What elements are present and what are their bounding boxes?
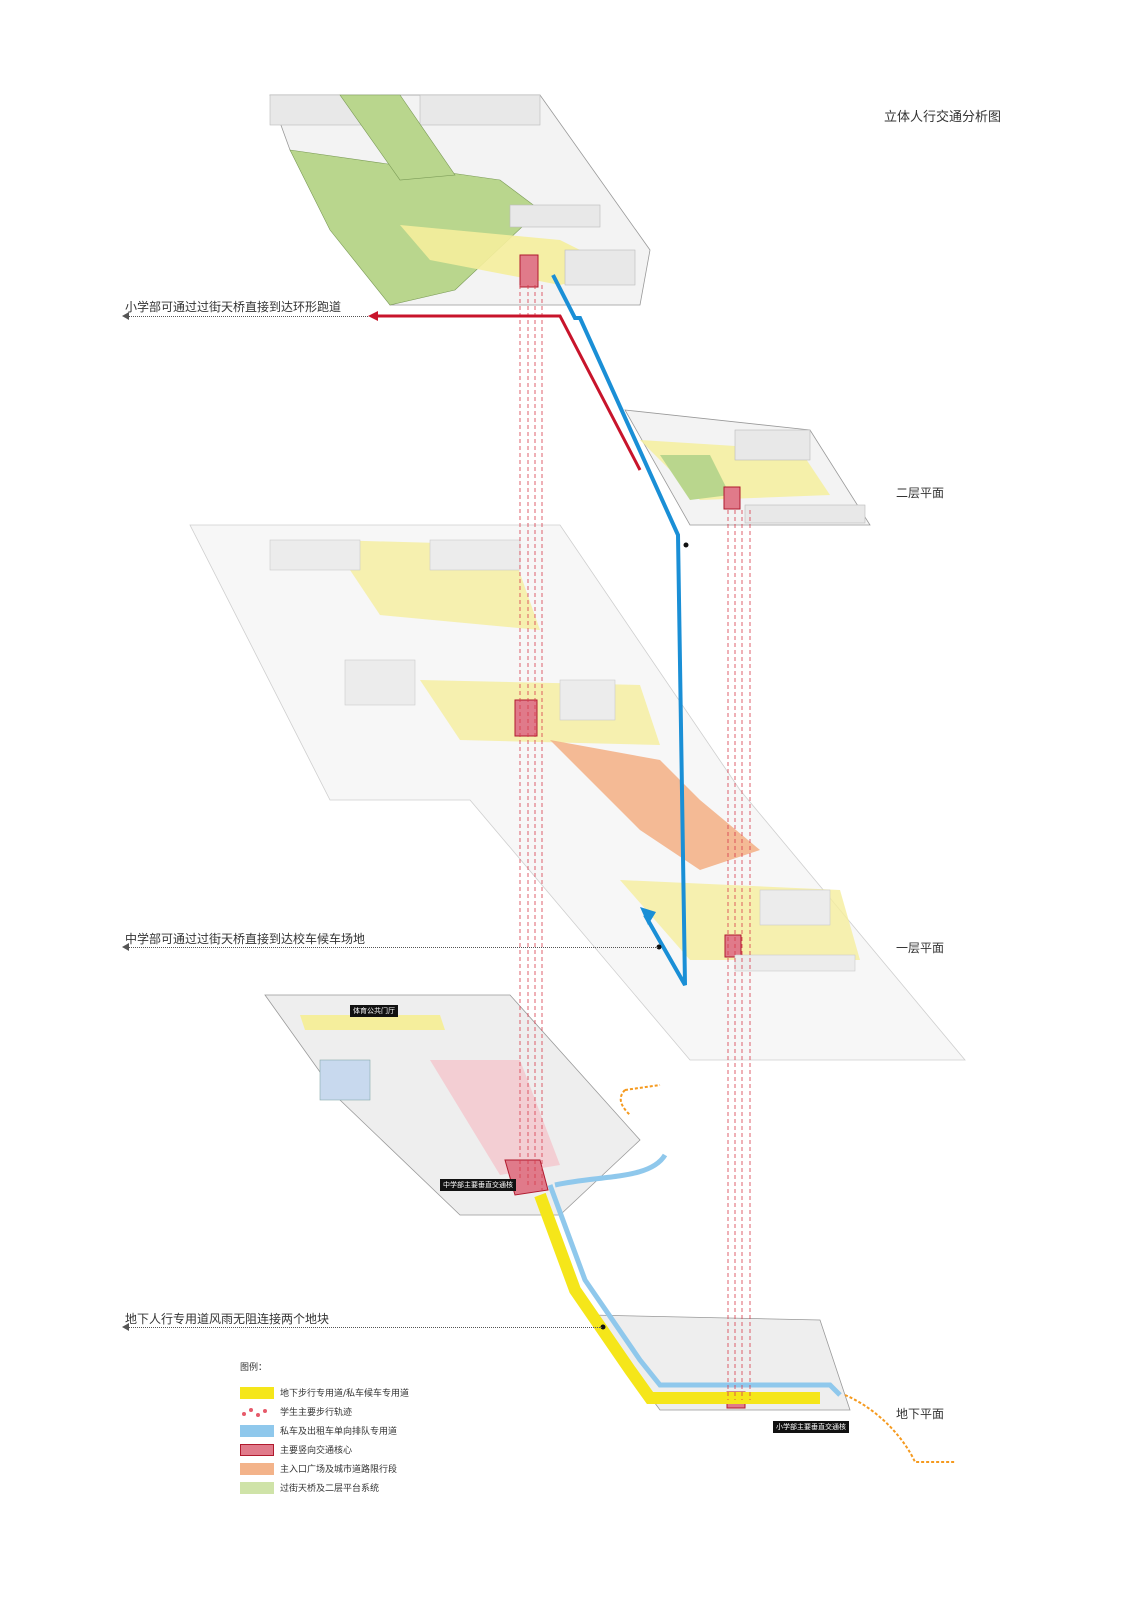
blue-route: [551, 274, 687, 986]
legend-title: 图例：: [240, 1363, 268, 1373]
first-floor-site: [189, 524, 966, 1061]
legend-label: 地下步行专用道/私车候车专用道: [280, 1389, 410, 1399]
annot-primary-bridge: 小学部可通过过街天桥直接到达环形跑道: [125, 300, 342, 314]
orange-ramp-bottom: [844, 1394, 955, 1463]
legend-label: 主要竖向交通核心: [280, 1446, 353, 1456]
annot-middle-bridge: 中学部可通过过街天桥直接到达校车候车场地: [125, 932, 366, 946]
basement-pool: [319, 1059, 371, 1101]
legend-item: 过街天桥及二层平台系统: [240, 1478, 409, 1497]
legend-swatch-dots: [240, 1406, 274, 1418]
legend-label: 学生主要步行轨迹: [280, 1408, 353, 1418]
legend-swatch-orange: [240, 1462, 274, 1475]
tag-basement-core-mid: 中学部主要垂直交通核: [440, 1179, 516, 1191]
annot-line-underground: [128, 1327, 602, 1328]
underground-walkway-blue: [547, 1184, 842, 1397]
route-node-second: [683, 542, 689, 548]
annot-underground: 地下人行专用道风雨无阻连接两个地块: [125, 1312, 330, 1326]
legend-swatch-yellow: [240, 1386, 274, 1399]
vehicle-lane-blue: [554, 1153, 668, 1188]
floor-label-second: 二层平面: [896, 486, 945, 500]
legend-item: 私车及出租车单向排队专用道: [240, 1421, 409, 1440]
upper-core: [519, 254, 539, 288]
annot-line-middle: [128, 947, 658, 948]
floor-label-basement: 地下平面: [896, 1407, 945, 1421]
orange-ramp-top: [619, 1084, 661, 1116]
basement-pink-zone: [430, 1060, 560, 1175]
tag-top: 体育公共门厅: [350, 1005, 398, 1017]
legend-item: 主要竖向交通核心: [240, 1440, 409, 1459]
basement-plan: [264, 994, 955, 1463]
second-floor-plan: [624, 409, 871, 526]
basement-yellow-corridor: [300, 1015, 445, 1030]
first-floor-core-a: [514, 699, 538, 737]
annot-arrow-underground: [122, 1323, 129, 1331]
legend-label: 私车及出租车单向排队专用道: [280, 1427, 398, 1437]
red-bridge-route: [372, 314, 642, 471]
legend-item: 地下步行专用道/私车候车专用道: [240, 1383, 409, 1402]
second-floor-core: [723, 486, 741, 510]
route-node-first: [656, 944, 662, 950]
legend-swatch-blue: [240, 1424, 274, 1437]
blue-route-arrowhead: [640, 907, 656, 925]
route-node-basement: [600, 1324, 606, 1330]
legend: 图例： 地下步行专用道/私车候车专用道 学生主要步行轨迹 私车及出租车单向排队专…: [240, 1360, 409, 1497]
upper-green-bridge: [339, 94, 456, 181]
red-route-arrowhead: [368, 311, 378, 321]
legend-item: 学生主要步行轨迹: [240, 1402, 409, 1421]
legend-label: 过街天桥及二层平台系统: [280, 1484, 380, 1494]
annot-arrow-primary: [122, 312, 129, 320]
first-floor-orange: [550, 740, 760, 870]
annot-line-primary: [128, 316, 368, 317]
tag-basement-core-pri: 小学部主要垂直交通核: [773, 1421, 849, 1433]
legend-item: 主入口广场及城市道路限行段: [240, 1459, 409, 1478]
vertical-core-links: [519, 285, 751, 1400]
legend-swatch-green: [240, 1481, 274, 1494]
legend-swatch-core: [240, 1443, 274, 1456]
legend-label: 主入口广场及城市道路限行段: [280, 1465, 398, 1475]
annot-arrow-middle: [122, 943, 129, 951]
upper-plan: [269, 94, 651, 306]
underground-walkway-yellow: [534, 1192, 820, 1404]
first-floor-core-b: [724, 934, 742, 958]
second-floor-green: [660, 455, 730, 500]
diagram-title: 立体人行交通分析图: [884, 110, 1002, 125]
floor-label-first: 一层平面: [896, 941, 945, 955]
first-floor-plan: [189, 524, 966, 1061]
